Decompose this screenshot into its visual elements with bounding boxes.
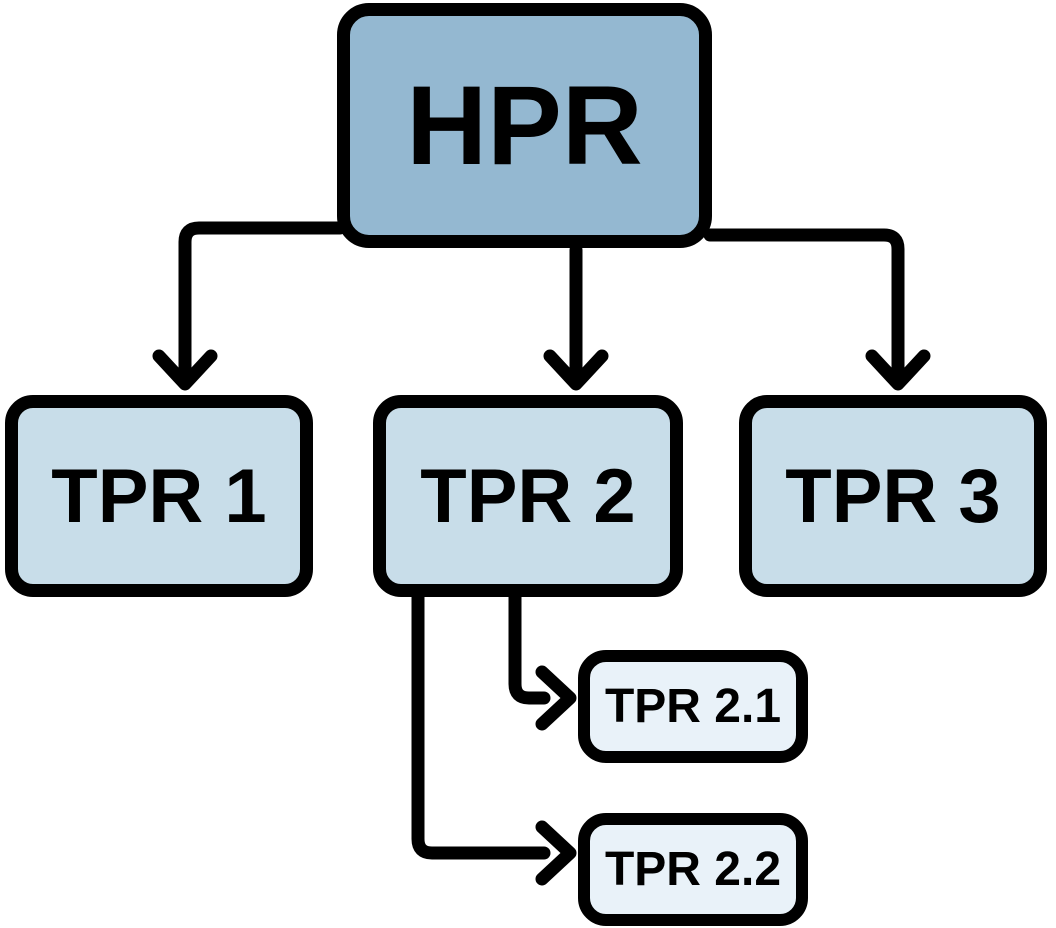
edge-hpr-tpr1 <box>178 221 347 377</box>
arrowhead-down-tpr1-icon <box>152 349 218 391</box>
arrowhead-down-tpr3-icon <box>865 349 931 391</box>
node-tpr1: TPR 1 <box>5 395 313 597</box>
node-tpr3: TPR 3 <box>739 395 1047 597</box>
node-tpr3-label: TPR 3 <box>785 453 1001 539</box>
arrowhead-right-tpr21-icon <box>535 665 577 731</box>
node-hpr: HPR <box>337 3 712 248</box>
edge-tpr2-tpr21 <box>508 586 551 705</box>
node-tpr2-label: TPR 2 <box>420 453 636 539</box>
arrowhead-down-tpr2-icon <box>543 349 609 391</box>
node-tpr1-label: TPR 1 <box>51 453 267 539</box>
node-tpr21: TPR 2.1 <box>578 650 808 763</box>
node-hpr-label: HPR <box>406 63 643 188</box>
node-tpr22-label: TPR 2.2 <box>604 843 782 896</box>
node-tpr2: TPR 2 <box>373 395 683 597</box>
edge-tpr2-tpr22 <box>411 586 551 860</box>
node-tpr21-label: TPR 2.1 <box>604 680 782 733</box>
node-tpr22: TPR 2.2 <box>578 813 808 926</box>
edge-hpr-tpr3 <box>703 228 905 377</box>
arrowhead-right-tpr22-icon <box>535 820 577 886</box>
